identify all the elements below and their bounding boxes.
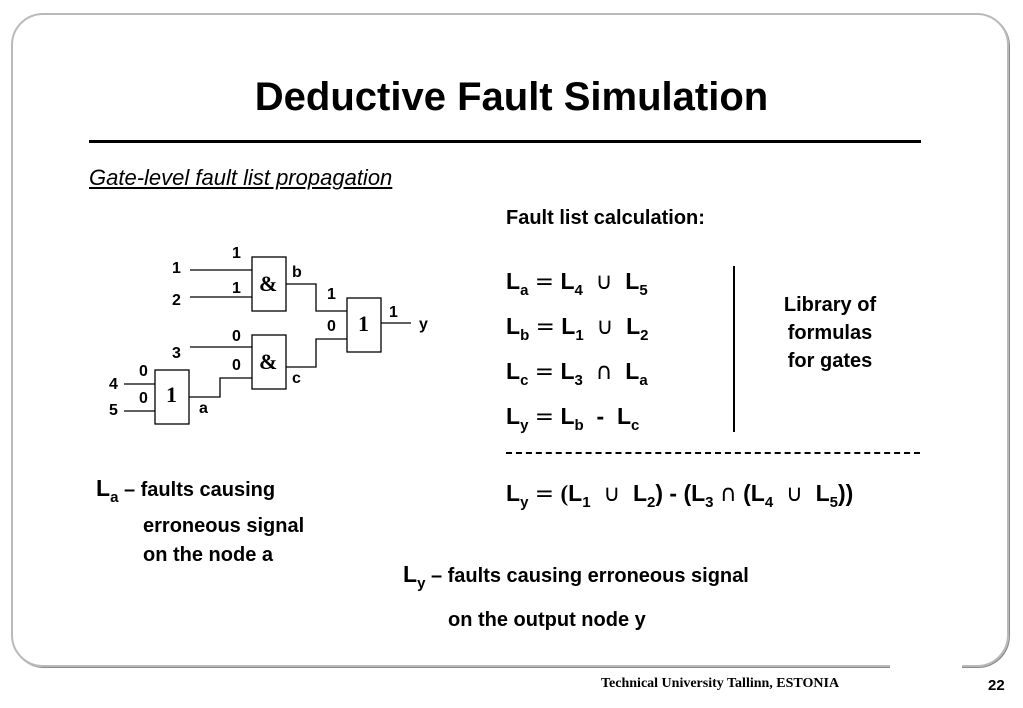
value-top-and-in1: 1: [232, 245, 241, 262]
equation-lb: Lb = L1 ∪ L2: [506, 313, 649, 344]
dashed-divider: [506, 452, 920, 454]
slide-title: Deductive Fault Simulation: [254, 75, 769, 119]
slide-subtitle: Gate-level fault list propagation: [89, 165, 393, 190]
value-bottom-and-in1: 0: [232, 328, 241, 345]
value-out-or-in1: 1: [327, 286, 336, 303]
wire-a: [188, 377, 252, 398]
page-number: 22: [988, 677, 1005, 694]
library-separator: [733, 266, 735, 432]
output-or-symbol: 1: [358, 311, 369, 336]
lower-or-gate: [154, 369, 190, 425]
bottom-and-symbol: &: [259, 349, 278, 374]
equation-ly: Ly = Lb - Lc: [506, 403, 640, 434]
input-label-4: 4: [109, 376, 118, 393]
node-label-a: a: [199, 400, 208, 417]
input-label-3: 3: [172, 345, 181, 362]
note-la: La – faults causing erroneous signal on …: [96, 475, 305, 566]
fault-calc-heading: Fault list calculation:: [506, 207, 705, 229]
input-label-5: 5: [109, 402, 118, 419]
node-label-b: b: [292, 264, 302, 281]
library-note: Library of formulas for gates: [783, 294, 877, 372]
value-or-a-in1: 0: [139, 363, 148, 380]
node-label-c: c: [292, 370, 301, 387]
value-bottom-and-in2: 0: [232, 357, 241, 374]
value-top-and-in2: 1: [232, 280, 241, 297]
wire-b: [286, 283, 347, 312]
slide-frame: [11, 13, 1009, 667]
input-label-2: 2: [172, 292, 181, 309]
wire-c: [286, 338, 347, 368]
title-rule: [89, 140, 921, 143]
input-label-1: 1: [172, 260, 181, 277]
value-y: 1: [389, 304, 398, 321]
equation-lc: Lc = L3 ∩ La: [506, 358, 648, 389]
note-ly: Ly – faults causing erroneous signal on …: [403, 561, 749, 631]
value-out-or-in2: 0: [327, 318, 336, 335]
final-equation: Ly = (L1 ∪ L2) - (L3 ∩ (L4 ∪ L5)): [506, 480, 854, 511]
equation-la: La = L4 ∪ L5: [506, 268, 648, 299]
frame-gap: [890, 655, 962, 669]
bottom-and-gate: [251, 334, 287, 390]
footer-institution: Technical University Tallinn, ESTONIA: [601, 676, 840, 691]
value-or-a-in2: 0: [139, 390, 148, 407]
top-and-symbol: &: [259, 271, 278, 296]
node-label-y: y: [419, 316, 428, 333]
output-or-gate: [346, 297, 382, 353]
lower-or-symbol: 1: [166, 382, 177, 407]
